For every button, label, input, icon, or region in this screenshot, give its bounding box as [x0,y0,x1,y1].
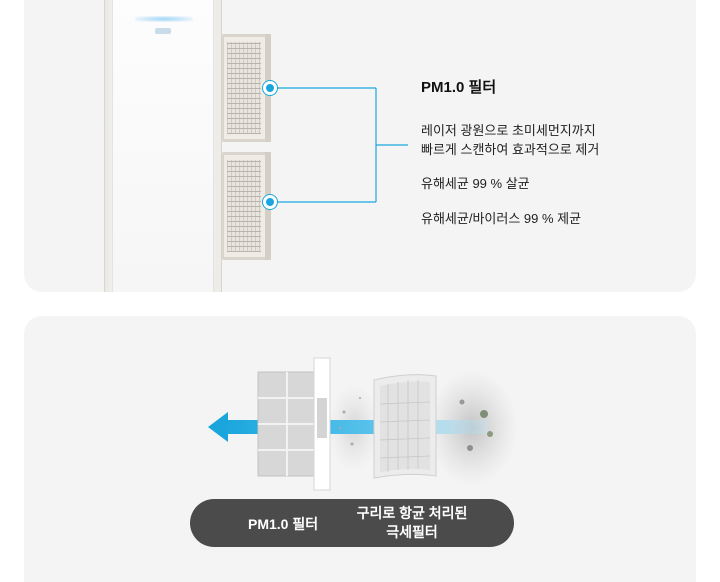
copper-filter-label-line1: 구리로 항균 처리된 [356,505,468,521]
copper-filter-label-line2: 극세필터 [386,524,438,540]
callout-dot-upper [263,81,277,95]
feature-bacteria-sterilization: 유해세균 99 % 살균 [421,176,530,191]
filter-info-panel: PM1.0 필터 레이저 광원으로 초미세먼지까지 빠르게 스캔하여 효과적으로… [421,76,681,243]
filter-description-line2: 빠르게 스캔하여 효과적으로 제거 [421,142,600,157]
filter-description: 레이저 광원으로 초미세먼지까지 빠르게 스캔하여 효과적으로 제거 [421,121,681,159]
callout-connector-lines [274,87,408,203]
feature-virus-removal: 유해세균/바이러스 99 % 제균 [421,211,582,226]
filter-description-line1: 레이저 광원으로 초미세먼지까지 [421,123,596,138]
filter-cartridge-lower [221,152,271,260]
dust-particles [338,396,493,451]
airflow-filter-illustration [208,357,518,491]
filter-cartridge-upper [221,34,271,142]
filter-airflow-card: PM1.0 필터 구리로 항균 처리된 극세필터 [24,316,696,582]
brand-logo [155,28,171,34]
filter-label-pill: PM1.0 필터 구리로 항균 처리된 극세필터 [190,499,514,547]
copper-mesh-filter [373,374,437,479]
indicator-light [135,16,193,22]
filter-title: PM1.0 필터 [421,79,497,96]
copper-filter-label: 구리로 항균 처리된 극세필터 [350,504,474,542]
pm10-filter-label: PM1.0 필터 [248,516,319,532]
pm10-filter-feature-card: PM1.0 필터 레이저 광원으로 초미세먼지까지 빠르게 스캔하여 효과적으로… [24,0,696,292]
air-purifier-illustration [104,0,222,292]
pm10-filter-block [257,357,331,491]
callout-dot-lower [263,195,277,209]
